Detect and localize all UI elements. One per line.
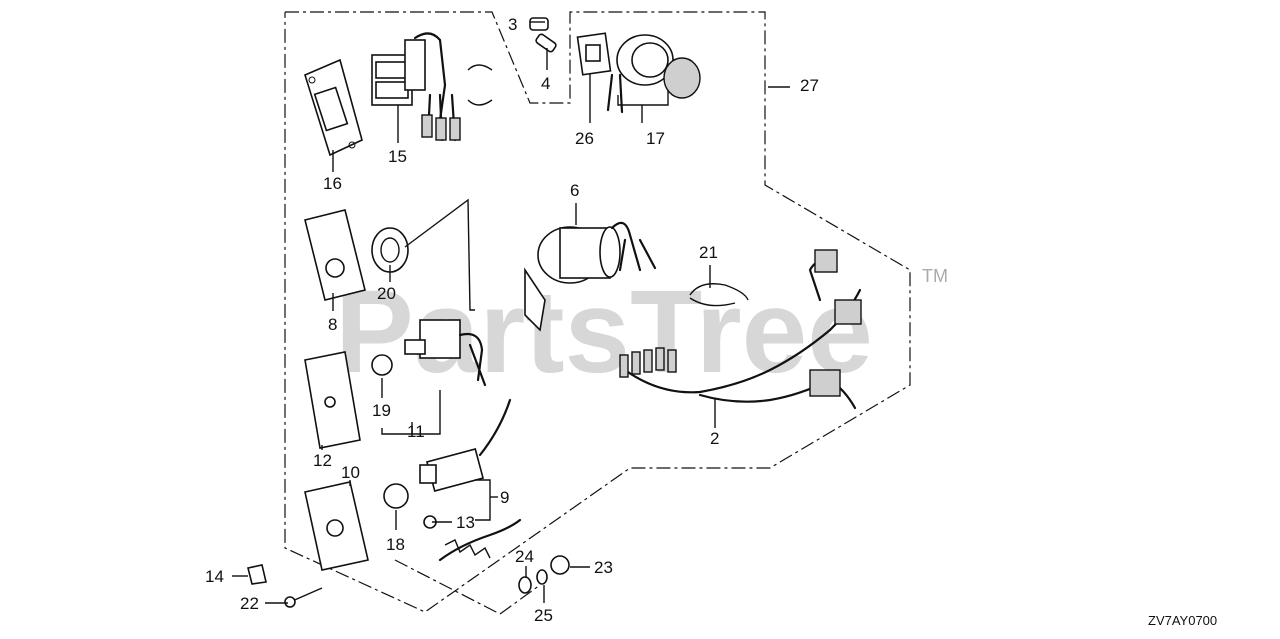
callout-18: 18	[386, 535, 405, 554]
part-2-wire-harness	[619, 249, 862, 410]
callout-23: 23	[594, 558, 613, 577]
part-15-switch	[371, 32, 493, 142]
part-16-plate	[304, 58, 363, 157]
callout-16: 16	[323, 174, 342, 193]
callout-12: 12	[313, 451, 332, 470]
callout-17: 17	[646, 129, 665, 148]
callout-21: 21	[699, 243, 718, 262]
callout-20: 20	[377, 284, 396, 303]
callout-25: 25	[534, 606, 553, 625]
callout-10: 10	[341, 463, 360, 482]
part-26-17-indicator	[576, 32, 701, 114]
callout-24: 24	[515, 547, 534, 566]
assembly-boundary	[284, 11, 911, 615]
callout-14: 14	[205, 567, 224, 586]
part-3-4-screws	[529, 17, 557, 53]
callout-6: 6	[570, 181, 579, 200]
part-11-switch	[404, 319, 487, 387]
callout-9: 9	[500, 488, 509, 507]
callout-27: 27	[800, 76, 819, 95]
part-8-plate	[304, 209, 409, 301]
part-21-clamp	[689, 283, 749, 307]
callout-8: 8	[328, 315, 337, 334]
leader-lines	[232, 21, 790, 604]
watermark-text: PartsTree	[335, 266, 873, 398]
callout-15: 15	[388, 147, 407, 166]
part-12-plate	[304, 351, 393, 449]
part-10-plate	[304, 481, 409, 571]
part-23-24-25-nuts	[518, 555, 570, 594]
watermark-trademark: TM	[922, 266, 948, 286]
diagram-code: ZV7AY0700	[1148, 613, 1217, 628]
callout-26: 26	[575, 129, 594, 148]
callout-13: 13	[456, 513, 475, 532]
callout-3: 3	[508, 15, 517, 34]
callout-2: 2	[710, 429, 719, 448]
part-9-13-stop-switch	[419, 398, 522, 562]
part-6-ignition-switch	[524, 221, 657, 332]
callouts: 3 4 26 17 27 15 16 6 21 20 8 19 11 2 12 …	[205, 15, 819, 625]
callout-11: 11	[407, 422, 425, 441]
part-14-22-hardware	[247, 564, 323, 608]
callout-4: 4	[541, 74, 550, 93]
callout-22: 22	[240, 594, 259, 613]
callout-19: 19	[372, 401, 391, 420]
harness-terminals	[619, 347, 677, 378]
